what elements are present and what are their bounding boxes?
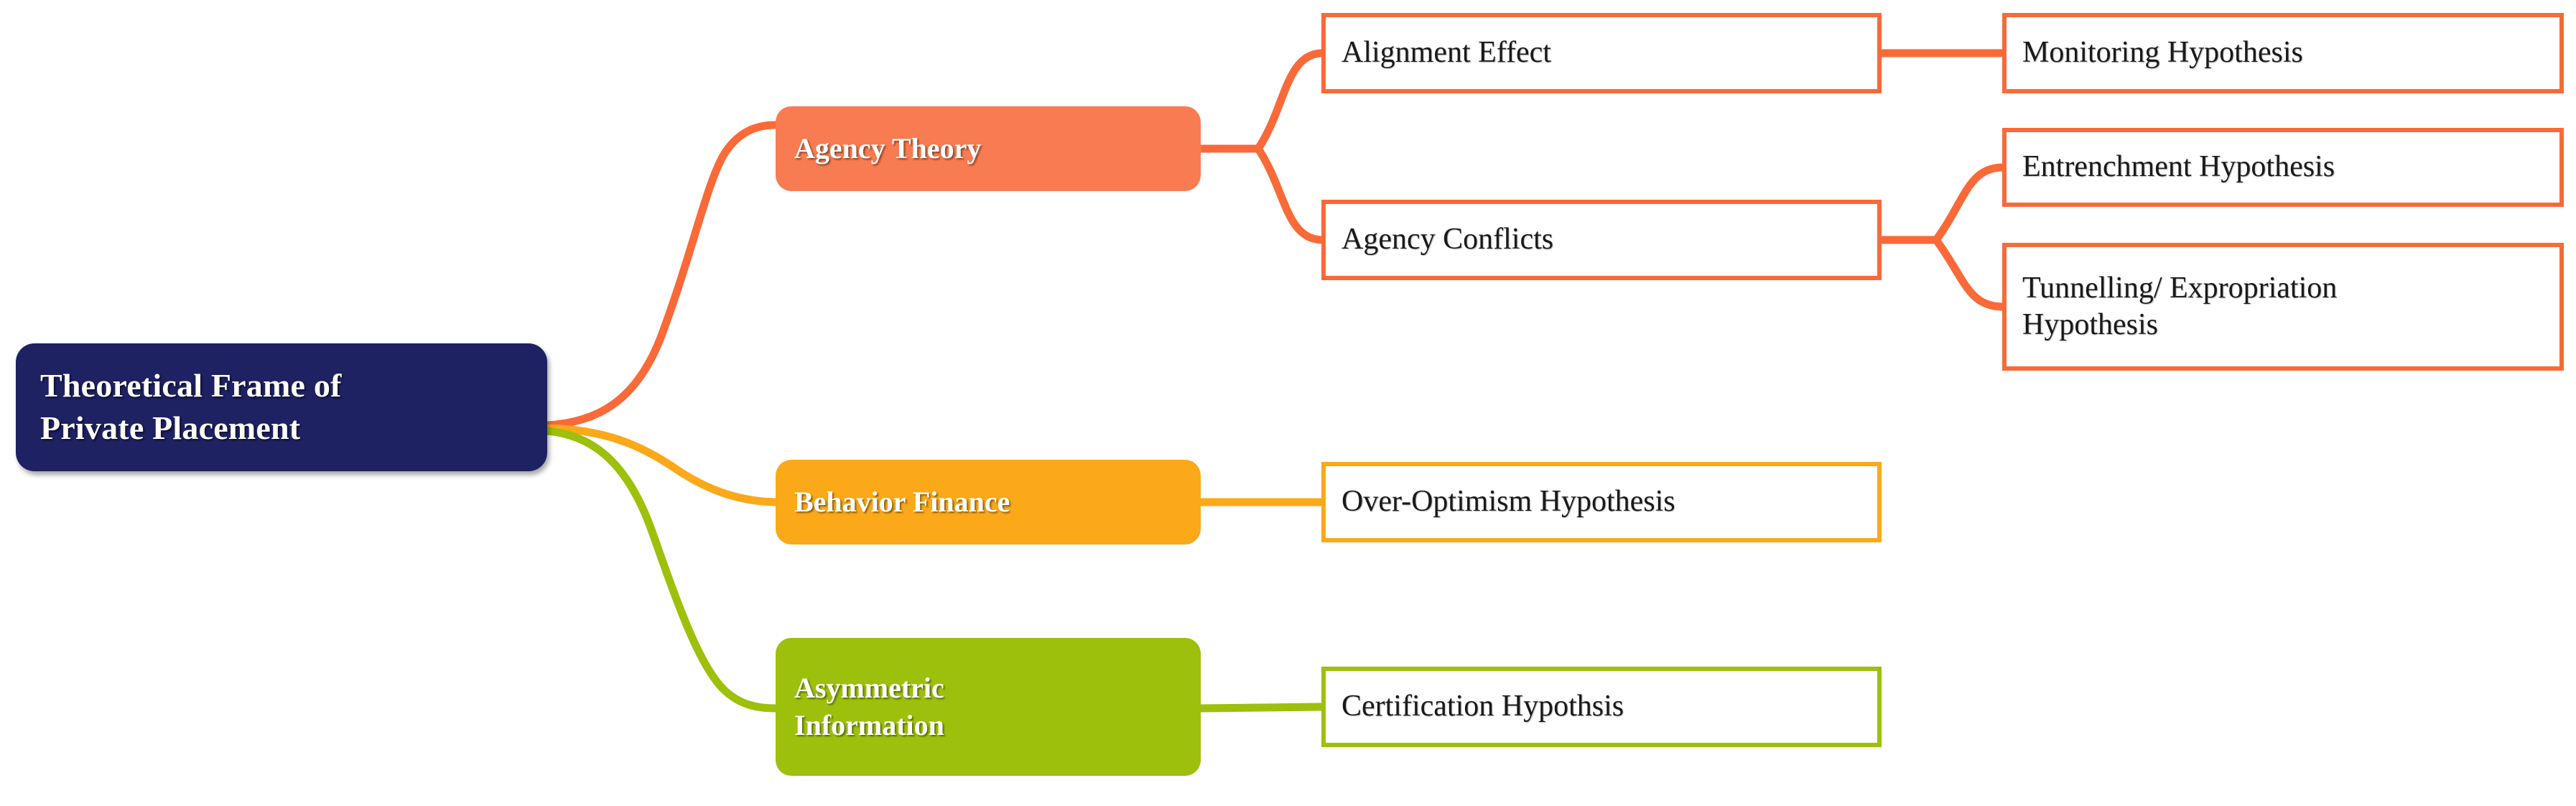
branch-node-agency-theory[interactable]: Agency Theory	[776, 106, 1201, 191]
leaf-node-entrenchment-hypothesis[interactable]: Entrenchment Hypothesis	[2002, 128, 2564, 207]
leaf-node-over-optimism-hypothesis-label: Over-Optimism Hypothesis	[1342, 485, 1675, 519]
root-node[interactable]: Theoretical Frame of Private Placement	[16, 343, 547, 471]
leaf-node-over-optimism-hypothesis[interactable]: Over-Optimism Hypothesis	[1321, 462, 1882, 542]
leaf-node-certification-hypothsis[interactable]: Certification Hypothsis	[1321, 667, 1882, 747]
edge-root-agency-theory	[543, 121, 780, 430]
edge-asymmetric-certification	[1196, 703, 1326, 713]
edge-root-asymmetric-information	[543, 427, 780, 713]
leaf-node-alignment-effect-label: Alignment Effect	[1342, 36, 1551, 70]
branch-node-asymmetric-information[interactable]: Asymmetric Information	[776, 638, 1201, 776]
edge-agency-theory-conflicts	[1254, 144, 1326, 244]
edge-agency-theory-alignment	[1254, 49, 1326, 153]
leaf-node-certification-hypothsis-label: Certification Hypothsis	[1342, 690, 1624, 723]
leaf-node-agency-conflicts-label: Agency Conflicts	[1342, 223, 1554, 256]
edge-conflicts-tunnelling	[1932, 236, 2007, 311]
leaf-node-agency-conflicts[interactable]: Agency Conflicts	[1321, 200, 1882, 280]
leaf-node-alignment-effect[interactable]: Alignment Effect	[1321, 13, 1882, 93]
leaf-node-monitoring-hypothesis[interactable]: Monitoring Hypothesis	[2002, 13, 2564, 93]
edge-conflicts-entrenchment	[1932, 163, 2007, 244]
branch-node-behavior-finance[interactable]: Behavior Finance	[776, 460, 1201, 545]
leaf-node-monitoring-hypothesis-label: Monitoring Hypothesis	[2022, 36, 2303, 70]
branch-node-asymmetric-information-label: Asymmetric Information	[794, 672, 944, 741]
branch-node-behavior-finance-label: Behavior Finance	[794, 486, 1010, 518]
edge-root-behavior-finance	[543, 424, 780, 506]
leaf-node-tunnelling-expropriation-hypothesis[interactable]: Tunnelling/ Expropriation Hypothesis	[2002, 243, 2564, 371]
leaf-node-tunnelling-expropriation-hypothesis-label: Tunnelling/ Expropriation Hypothesis	[2022, 271, 2338, 341]
branch-node-agency-theory-label: Agency Theory	[794, 132, 982, 165]
leaf-node-entrenchment-hypothesis-label: Entrenchment Hypothesis	[2022, 150, 2335, 184]
root-node-label: Theoretical Frame of Private Placement	[40, 367, 342, 446]
